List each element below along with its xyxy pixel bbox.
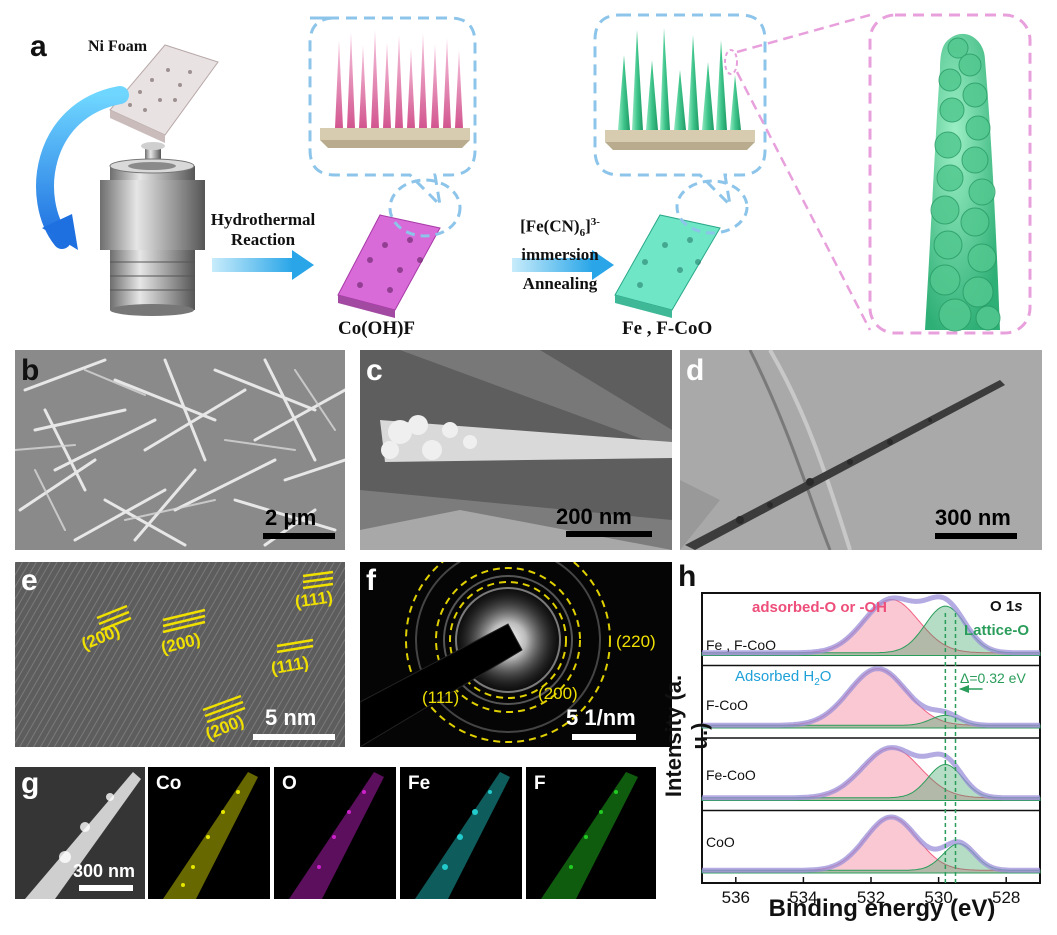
panel-e-hrtem-image: e (200) (200) (111) (111) (200) 5 nm <box>15 562 345 747</box>
scale-bar-g <box>79 885 133 891</box>
panel-f-label: f <box>366 564 376 597</box>
xps-xtick-label-1: 534 <box>789 888 817 907</box>
diffraction-pattern <box>360 562 672 747</box>
panel-c-sem-image: c 200 nm <box>360 350 672 550</box>
reagent-text: [Fe(CN) <box>520 216 580 236</box>
scale-bar-c <box>566 531 652 537</box>
ring-label-220: (220) <box>616 632 656 651</box>
panel-h-label: h <box>678 560 697 593</box>
ring-label-200: (200) <box>538 684 578 703</box>
xps-ylabel: Intensity (a. u.) <box>661 674 712 798</box>
coohf-label: Co(OH)F <box>338 318 416 339</box>
xps-xtick-label-0: 536 <box>722 888 750 907</box>
eds-sem-needle <box>15 767 145 899</box>
xps-xtick-label-4: 528 <box>992 888 1020 907</box>
single-nanoneedle-graphic <box>925 33 1001 332</box>
panel-b-sem-image: b 2 μm <box>15 350 345 550</box>
eds-map-o: O <box>274 767 396 899</box>
water-label: Adsorbed H2O <box>735 668 831 688</box>
pink-nanoarray <box>320 30 470 148</box>
eds-map-co: Co <box>148 767 270 899</box>
green-nanoarray <box>605 28 755 150</box>
scale-text-d: 300 nm <box>935 505 1011 530</box>
scale-text-g: 300 nm <box>73 861 136 881</box>
immersion-label: [Fe(CN)6]3- immersion Annealing <box>500 212 620 294</box>
xps-envelope-1 <box>702 666 1040 728</box>
xps-xlabel: Binding energy (eV) <box>768 895 996 922</box>
scale-text-b: 2 μm <box>265 505 317 530</box>
hydrothermal-line2: Reaction <box>230 230 296 249</box>
eds-label-fe: Fe <box>408 773 431 794</box>
ni-foam-graphic <box>109 44 219 143</box>
scale-text-e: 5 nm <box>265 705 317 730</box>
ring-label-111: (111) <box>422 688 460 707</box>
lattice-texture <box>15 562 345 747</box>
panel-e-label: e <box>21 564 38 597</box>
xps-series-label-1: F-CoO <box>706 697 748 713</box>
arrow-right-icon <box>592 250 614 280</box>
shift-arrow-icon <box>958 685 970 693</box>
eds-map-fe: Fe <box>400 767 522 899</box>
reagent-sub: 6 <box>579 227 586 240</box>
eds-map-f: F <box>526 767 656 899</box>
ni-foam-label: Ni Foam <box>88 38 148 55</box>
panel-b-label: b <box>21 354 40 387</box>
xps-envelope-3 <box>702 814 1040 873</box>
annealing-text: Annealing <box>522 274 598 294</box>
scale-text-c: 200 nm <box>556 504 632 529</box>
eds-label-o: O <box>282 773 297 794</box>
scale-bar-f <box>572 734 636 740</box>
scale-bar-b <box>263 533 335 539</box>
xps-chart: 536 534 532 530 528 <box>701 592 1041 907</box>
xps-xtick-label-2: 532 <box>857 888 885 907</box>
water-text: Adsorbed H <box>735 668 815 685</box>
panel-a-label: a <box>30 30 47 63</box>
xps-series-label-2: Fe-CoO <box>706 767 756 783</box>
shift-label: Δ=0.32 eV <box>960 670 1026 686</box>
immersion-text: immersion <box>521 245 599 265</box>
scale-bar-e <box>253 734 335 740</box>
water-tail: O <box>819 668 832 685</box>
tem-needle-texture <box>680 350 1042 550</box>
xps-envelope-2 <box>702 745 1040 801</box>
panel-d-tem-image: d 300 nm <box>680 350 1042 550</box>
xps-series-label-3: CoO <box>706 834 735 850</box>
eds-label-co: Co <box>156 773 182 794</box>
panel-c-label: c <box>366 354 383 387</box>
core-level-text: O 1 <box>990 598 1015 615</box>
xps-series-label-0: Fe , F-CoO <box>706 637 777 653</box>
scale-text-f: 5 1/nm <box>566 705 636 730</box>
water-sub: 2 <box>814 677 820 688</box>
panel-g-eds-sem: g 300 nm <box>15 767 145 899</box>
fefcoo-label: Fe , F-CoO <box>622 318 713 339</box>
coohf-foam-graphic <box>337 214 441 318</box>
panel-a-schematic <box>36 13 1032 335</box>
scale-bar-d <box>935 533 1017 539</box>
panel-g-label: g <box>21 767 40 800</box>
lattice-label: Lattice-O <box>964 622 1030 639</box>
eds-label-f: F <box>534 773 546 794</box>
adsorbed-label: adsorbed-O or -OH <box>752 599 888 616</box>
xps-envelope-0 <box>702 594 1040 656</box>
autoclave-icon <box>100 142 205 316</box>
fefcoo-foam-graphic <box>614 214 721 318</box>
arrow-right-icon <box>292 250 314 280</box>
hydrothermal-label: Hydrothermal Reaction <box>203 210 323 250</box>
nanowire-texture <box>15 350 345 550</box>
xps-xtick-label-3: 530 <box>924 888 952 907</box>
hydrothermal-line1: Hydrothermal <box>210 210 316 229</box>
xps-title: O 1s <box>990 598 1023 615</box>
core-level-orbital: s <box>1014 598 1023 615</box>
reagent-sup: 3- <box>590 216 600 228</box>
panel-f-saed-image: f (111) (200) (220) 5 1/nm <box>360 562 672 747</box>
panel-d-label: d <box>686 354 705 387</box>
